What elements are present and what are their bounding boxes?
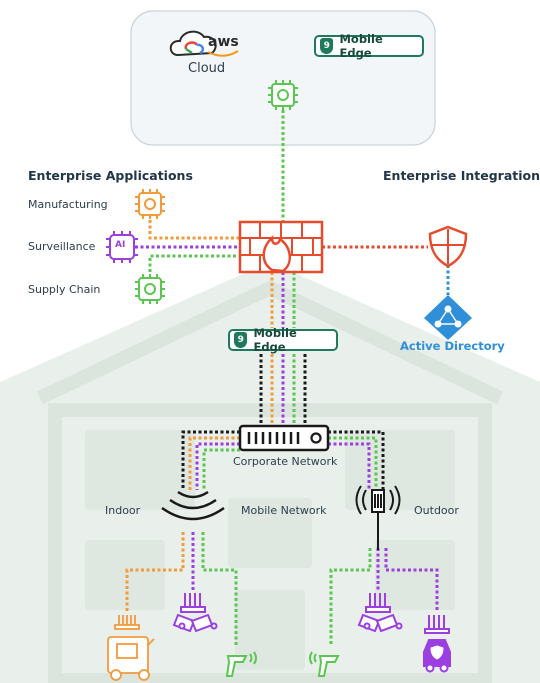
ai-chip-text: AI [115,240,126,250]
active-directory-label: Active Directory [400,339,505,353]
corporate-network-label: Corporate Network [233,455,338,468]
mobile-network-label: Mobile Network [241,504,327,517]
shield-icon [428,225,468,268]
manufacturing-chip-icon [135,189,165,219]
mobile-edge-top: 9 Mobile Edge [314,32,424,60]
indoor-label: Indoor [105,504,141,517]
aws-label: aws [208,34,239,50]
aws-smile-icon [207,50,239,57]
mobile-edge-badge-icon: 9 [320,38,334,54]
cloud-label: Cloud [188,61,226,76]
supply-chain-label: Supply Chain [28,283,101,296]
mobile-edge-top-label: Mobile Edge [339,32,383,60]
connection-lines [125,110,450,645]
active-directory-icon [424,295,472,340]
outdoor-security-camera-icon [357,593,403,633]
network-switch-icon [238,424,330,452]
indoor-barcode-scanner-icon [225,651,257,677]
mobile-edge-badge-icon: 9 [234,332,248,348]
surveillance-label: Surveillance [28,240,96,253]
ai-chip-icon [106,231,138,263]
delivery-robot-icon [107,615,155,681]
outdoor-label: Outdoor [414,504,459,517]
google-cloud-icon [169,30,217,57]
building-outline [36,280,504,683]
firewall-icon [238,220,324,274]
indoor-security-camera-icon [172,593,218,633]
cloud-chip-icon [268,80,298,110]
manufacturing-label: Manufacturing [28,198,108,211]
cell-tower-icon [355,485,401,550]
outdoor-barcode-scanner-icon [309,651,340,677]
enterprise-integration-heading: Enterprise Integration [383,168,540,183]
enterprise-applications-heading: Enterprise Applications [28,168,193,183]
building-windows [85,430,455,670]
mobile-edge-middle-label: Mobile Edge [253,326,297,354]
security-vehicle-icon [423,615,451,673]
supply-chain-chip-icon [135,274,165,304]
mobile-edge-middle: 9 Mobile Edge [228,326,338,354]
wifi-antenna-icon [161,490,225,521]
